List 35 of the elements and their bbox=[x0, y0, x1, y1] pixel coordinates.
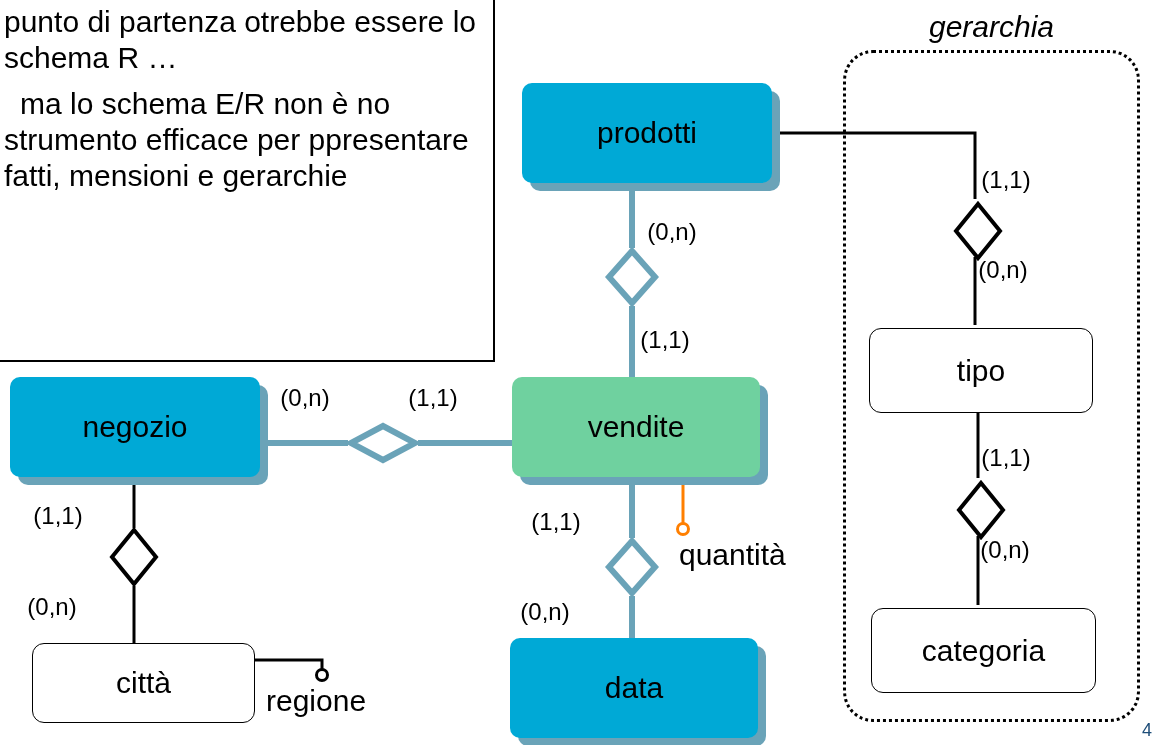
relationship-line bbox=[132, 586, 136, 643]
entity-box: città bbox=[32, 643, 255, 723]
cardinality-label: (1,1) bbox=[408, 384, 458, 412]
relationship-diamond bbox=[957, 481, 1005, 539]
note-text: punto di partenza otrebbe essere lo schema R … bbox=[4, 4, 477, 76]
attribute-name: regione bbox=[266, 681, 400, 725]
cardinality-label: (1,1) bbox=[981, 444, 1031, 472]
relationship-line bbox=[976, 536, 980, 605]
cardinality-label: (0,n) bbox=[980, 536, 1030, 564]
cardinality-label: (0,n) bbox=[647, 218, 697, 246]
page-number: 4 bbox=[1142, 720, 1152, 741]
attribute-line bbox=[255, 658, 329, 682]
relationship-line bbox=[629, 596, 635, 638]
note-text: ma lo schema E/R non è no strumento efficace per ppresentare fatti, mensioni e gerarchie bbox=[4, 86, 470, 194]
relationship-diamond bbox=[606, 538, 658, 596]
entity-box: categoria bbox=[871, 608, 1096, 693]
relationship-diamond bbox=[954, 202, 1002, 260]
relationship-line bbox=[629, 306, 635, 377]
cardinality-label: (0,n) bbox=[27, 593, 77, 621]
relationship-line bbox=[418, 440, 512, 446]
cardinality-label: (0,n) bbox=[520, 598, 570, 626]
relationship-line bbox=[973, 257, 977, 325]
cardinality-label: (1,1) bbox=[640, 326, 690, 354]
cardinality-label: (1,1) bbox=[981, 166, 1031, 194]
note-box bbox=[0, 0, 495, 362]
relationship-diamond bbox=[606, 248, 658, 306]
entity-box: tipo bbox=[869, 328, 1093, 413]
cardinality-label: (0,n) bbox=[978, 256, 1028, 284]
cardinality-label: (1,1) bbox=[33, 502, 83, 530]
relationship-diamond bbox=[348, 423, 418, 463]
frame-title: gerarchia bbox=[927, 9, 1056, 45]
relationship-diamond bbox=[110, 528, 158, 586]
cardinality-label: (1,1) bbox=[531, 508, 581, 536]
cardinality-label: (0,n) bbox=[280, 384, 330, 412]
attribute-name: quantità bbox=[679, 535, 817, 579]
